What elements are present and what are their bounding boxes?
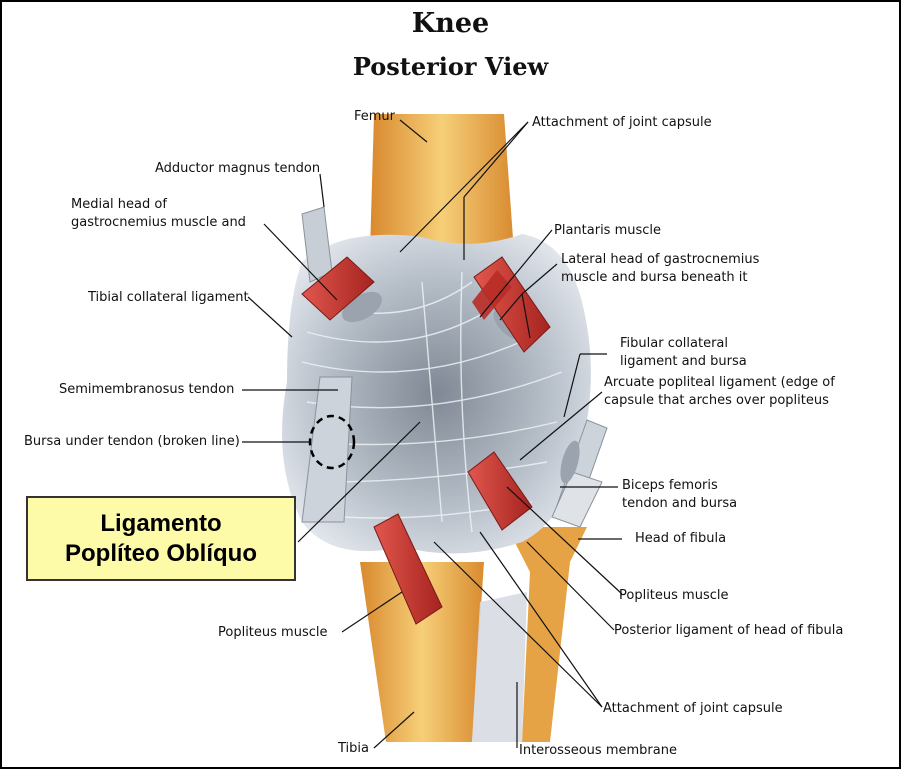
callout-box: Ligamento Poplíteo Oblíquo (26, 496, 296, 581)
label-interosseous: Interosseous membrane (519, 743, 677, 758)
medial-gastrocnemius-muscle (301, 256, 375, 321)
label-biceps-1: Biceps femoris (622, 478, 718, 493)
label-tibial-collateral: Tibial collateral ligament (88, 290, 249, 305)
label-arcuate-2: capsule that arches over popliteus (604, 393, 829, 408)
callout-line-2: Poplíteo Oblíquo (65, 540, 257, 567)
label-plantaris: Plantaris muscle (554, 223, 662, 238)
label-fibular-collateral-1: Fibular collateral (620, 336, 728, 351)
interosseous-membrane-shape (472, 592, 527, 742)
label-medial-head-1: Medial head of (71, 197, 167, 212)
label-attachment-top: Attachment of joint capsule (532, 115, 712, 130)
leader-lines (242, 119, 623, 749)
label-attachment-bottom: Attachment of joint capsule (603, 701, 783, 716)
label-fibular-collateral-2: ligament and bursa (620, 354, 747, 369)
label-arcuate-1: Arcuate popliteal ligament (edge of (604, 375, 835, 390)
semimembranosus-tendon-shape (301, 376, 353, 523)
label-femur: Femur (354, 109, 396, 124)
fibula-shape (507, 527, 587, 742)
page-title: Knee (411, 8, 490, 39)
label-posterior-lig: Posterior ligament of head of fibula (614, 623, 844, 638)
label-medial-head-2: gastrocnemius muscle and (71, 215, 246, 230)
biceps-tendon-lower-shape (551, 471, 603, 528)
label-bursa-under: Bursa under tendon (broken line) (24, 434, 240, 449)
label-lateral-head-1: Lateral head of gastrocnemius (561, 252, 760, 267)
femur-shape (370, 114, 514, 252)
popliteus-muscle-right (467, 451, 533, 531)
popliteus-muscle-left (373, 513, 443, 625)
plantaris-muscle (472, 270, 512, 320)
label-popliteus-left: Popliteus muscle (218, 625, 328, 640)
tibia-shape (360, 562, 484, 742)
page-subtitle: Posterior View (352, 52, 549, 81)
label-adductor: Adductor magnus tendon (155, 161, 321, 176)
callout-line-1: Ligamento (100, 510, 222, 537)
fibular-bursa-shape (560, 440, 580, 484)
label-lateral-head-2: muscle and bursa beneath it (561, 270, 748, 285)
label-head-fibula: Head of fibula (635, 531, 727, 546)
label-popliteus-right: Popliteus muscle (619, 588, 729, 603)
label-semimembranosus: Semimembranosus tendon (59, 382, 235, 397)
label-tibia: Tibia (338, 741, 369, 756)
label-biceps-2: tendon and bursa (622, 496, 738, 511)
